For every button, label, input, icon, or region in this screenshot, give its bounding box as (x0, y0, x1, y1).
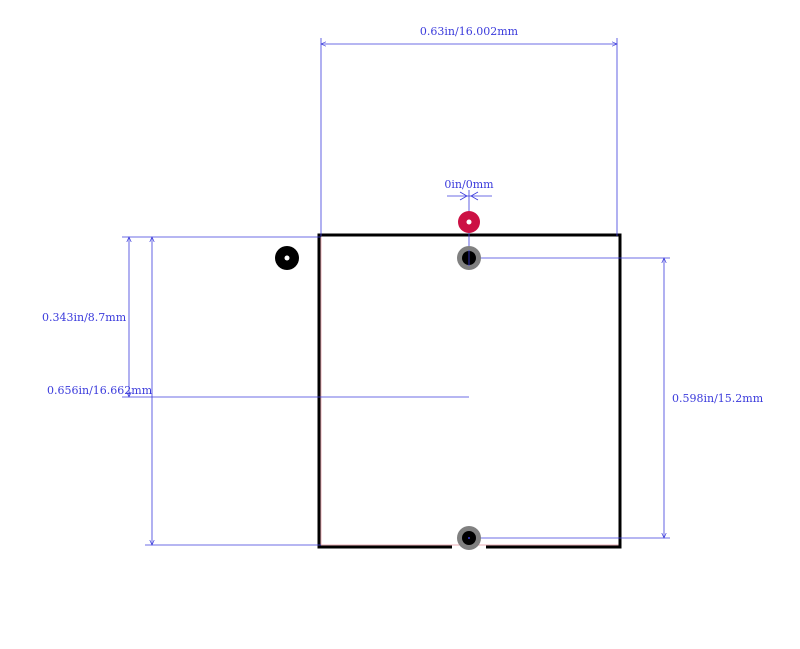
dimension-right-span-label: 0.598in/15.2mm (672, 392, 764, 405)
dimension-left-partial: 0.343in/8.7mm (42, 237, 469, 397)
dimension-left-full: 0.656in/16.662mm (47, 237, 321, 545)
pad-top-marker (458, 211, 480, 233)
dimension-pad-offset-label: 0in/0mm (444, 178, 494, 191)
dimension-left-partial-label: 0.343in/8.7mm (42, 311, 127, 324)
pad-upper (457, 246, 481, 270)
dimension-left-full-label: 0.656in/16.662mm (47, 384, 153, 397)
dimension-width-top: 0.63in/16.002mm (321, 25, 617, 236)
pin1-marker (275, 246, 299, 270)
courtyard-outline (320, 235, 620, 546)
dimension-width-top-label: 0.63in/16.002mm (420, 25, 519, 38)
dimension-right-span: 0.598in/15.2mm (469, 258, 764, 538)
body-outline (317, 233, 622, 549)
pad-lower (457, 526, 481, 550)
